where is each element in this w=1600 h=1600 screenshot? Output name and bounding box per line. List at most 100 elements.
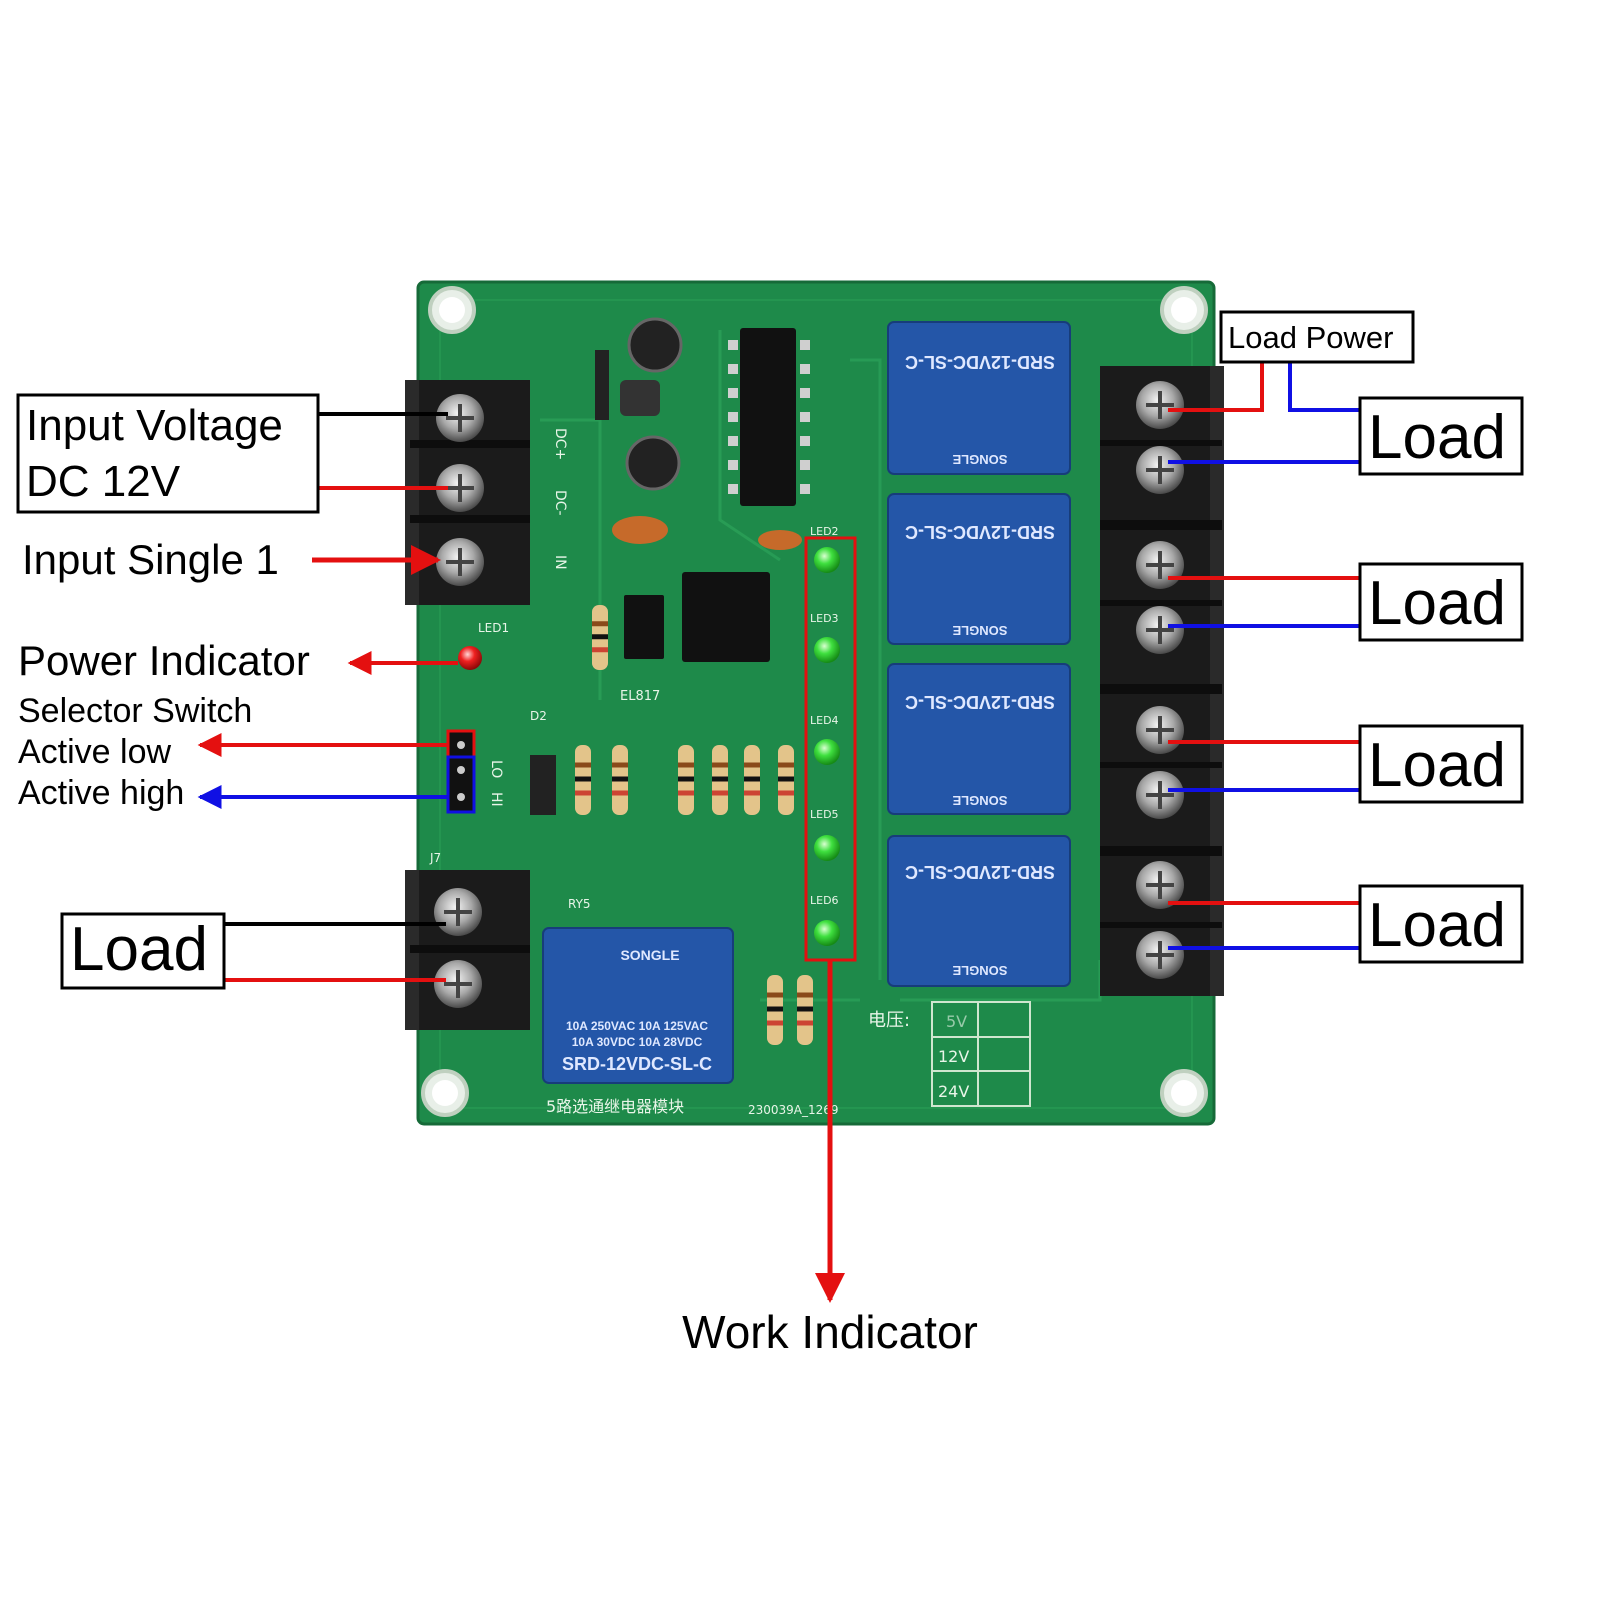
screw-slot — [1146, 551, 1174, 579]
svg-text:Load: Load — [1368, 731, 1506, 800]
svg-text:HI: HI — [488, 792, 504, 807]
resistor-band — [797, 1006, 813, 1012]
label-load-2: Load — [1358, 562, 1524, 642]
resistor-band — [575, 762, 591, 768]
ic-pin — [800, 388, 810, 398]
label-power-indicator: Power Indicator — [18, 637, 310, 684]
resistor-band — [744, 790, 760, 796]
work-leds — [814, 547, 840, 946]
label-input-voltage: Input Voltage DC 12V — [16, 393, 320, 514]
label-load-3: Load — [1358, 724, 1524, 804]
svg-text:D2: D2 — [530, 709, 547, 723]
power-led — [458, 646, 482, 670]
relay-stack: SRD-12VDC-SL-C SONGLE SRD-12VDC-SL-C SON… — [887, 321, 1071, 987]
resistor-band — [778, 762, 794, 768]
resistor-band — [712, 762, 728, 768]
screw-slot — [1146, 871, 1174, 899]
svg-text:SRD-12VDC-SL-C: SRD-12VDC-SL-C — [562, 1054, 712, 1074]
label-selector-switch: Selector Switch — [18, 692, 252, 730]
screw-slot — [1146, 616, 1174, 644]
svg-text:SONGLE: SONGLE — [952, 963, 1007, 978]
svg-text:SONGLE: SONGLE — [952, 623, 1007, 638]
relay-1: SRD-12VDC-SL-C SONGLE — [887, 321, 1071, 475]
relay-4: SRD-12VDC-SL-C SONGLE — [887, 835, 1071, 987]
svg-text:电压:: 电压: — [868, 1010, 910, 1031]
ic-pin — [728, 460, 738, 470]
diode — [530, 755, 556, 815]
svg-text:J7: J7 — [429, 851, 441, 865]
ic-pin — [800, 412, 810, 422]
svg-text:5V: 5V — [946, 1012, 967, 1031]
screw-slot — [1146, 456, 1174, 484]
label-active-high: Active high — [18, 774, 184, 812]
svg-text:Load: Load — [70, 915, 208, 984]
mounting-holes — [421, 286, 1208, 1117]
relay-5: SONGLE 10A 250VAC 10A 125VAC 10A 30VDC 1… — [542, 927, 734, 1084]
svg-text:SONGLE: SONGLE — [952, 452, 1007, 467]
resistor-band — [575, 790, 591, 796]
svg-text:24V: 24V — [938, 1082, 969, 1101]
ic-pin — [800, 436, 810, 446]
svg-text:10A 30VDC 10A 28VDC: 10A 30VDC 10A 28VDC — [572, 1035, 703, 1049]
resistor-band — [744, 762, 760, 768]
resistor-band — [767, 1006, 783, 1012]
capacitors — [595, 317, 802, 550]
label-work-indicator: Work Indicator — [682, 1306, 978, 1358]
screw-slot — [1146, 391, 1174, 419]
resistor-band — [575, 776, 591, 782]
ic-pin — [728, 388, 738, 398]
left-load-terminal-block — [405, 870, 530, 1030]
svg-text:LED5: LED5 — [810, 808, 839, 821]
ic-chips: EL817 — [620, 328, 810, 704]
svg-text:Load: Load — [1368, 569, 1506, 638]
label-load-1: Load — [1358, 396, 1524, 476]
ic-pin — [728, 436, 738, 446]
svg-text:10A 250VAC 10A 125VAC: 10A 250VAC 10A 125VAC — [566, 1019, 708, 1033]
svg-text:DC 12V: DC 12V — [26, 457, 181, 506]
svg-text:SRD-12VDC-SL-C: SRD-12VDC-SL-C — [905, 352, 1055, 372]
svg-text:LED4: LED4 — [810, 714, 839, 727]
label-load-4: Load — [1358, 884, 1524, 964]
svg-text:LED3: LED3 — [810, 612, 839, 625]
resistor-band — [712, 776, 728, 782]
svg-text:LED1: LED1 — [478, 621, 509, 635]
svg-text:DC+: DC+ — [552, 428, 568, 460]
resistor-band — [778, 790, 794, 796]
ic-pin — [800, 484, 810, 494]
resistor-band — [592, 621, 608, 627]
svg-text:LO: LO — [488, 760, 504, 778]
ic-pin — [728, 364, 738, 374]
screw-slot — [1146, 941, 1174, 969]
relay-3: SRD-12VDC-SL-C SONGLE — [887, 663, 1071, 815]
svg-text:Load Power: Load Power — [1228, 320, 1393, 355]
label-active-low: Active low — [18, 733, 171, 771]
ic-pin — [728, 484, 738, 494]
resistor-band — [712, 790, 728, 796]
svg-text:Load: Load — [1368, 891, 1506, 960]
resistor-band — [778, 776, 794, 782]
resistor-band — [592, 634, 608, 640]
resistor-band — [678, 776, 694, 782]
svg-text:SRD-12VDC-SL-C: SRD-12VDC-SL-C — [905, 862, 1055, 882]
pcb-silkscreen: DC+ DC- IN LED1 LED2 LED3 LED4 LED5 LED6… — [429, 428, 910, 1117]
svg-text:12V: 12V — [938, 1047, 969, 1066]
screw-slot — [1146, 716, 1174, 744]
resistor-band — [767, 992, 783, 998]
resistor-band — [678, 790, 694, 796]
resistor-band — [678, 762, 694, 768]
svg-text:SONGLE: SONGLE — [620, 947, 679, 963]
svg-text:DC-: DC- — [552, 490, 568, 516]
svg-text:SRD-12VDC-SL-C: SRD-12VDC-SL-C — [905, 522, 1055, 542]
ic-pin — [800, 460, 810, 470]
voltage-table: 5V 12V 24V — [931, 1001, 1031, 1107]
resistors — [575, 605, 813, 1045]
resistor-band — [744, 776, 760, 782]
label-input-single: Input Single 1 — [22, 536, 279, 583]
svg-text:5路选通继电器模块: 5路选通继电器模块 — [546, 1097, 684, 1116]
resistor-band — [612, 776, 628, 782]
svg-text:SONGLE: SONGLE — [952, 793, 1007, 808]
label-load-left: Load — [60, 912, 226, 990]
svg-text:LED6: LED6 — [810, 894, 839, 907]
selector-jumper[interactable]: LO HI — [446, 729, 504, 814]
